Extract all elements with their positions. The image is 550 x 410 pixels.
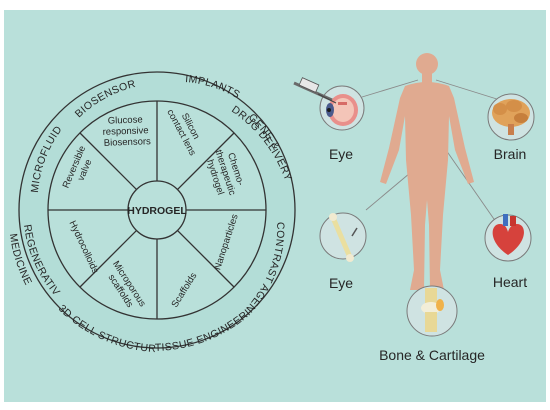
organ-label-eye-lower: Eye xyxy=(329,275,353,291)
human-body-icon xyxy=(380,53,474,290)
organ-label-heart: Heart xyxy=(493,274,527,290)
hydrogel-wheel: HYDROGEL Glucose responsive Biosensors S… xyxy=(0,0,296,355)
heart-callout: Heart xyxy=(484,214,532,290)
eye-callout: Eye xyxy=(293,77,365,162)
organ-label-eye: Eye xyxy=(329,146,353,162)
sector-label-glucose-biosensors: Glucose responsive Biosensors xyxy=(102,114,152,149)
organ-label-brain: Brain xyxy=(494,146,527,162)
bone-callout: Eye xyxy=(319,212,367,291)
brain-callout: Brain xyxy=(487,93,535,162)
bone-icon xyxy=(329,213,358,262)
organ-label-bone-cartilage: Bone & Cartilage xyxy=(379,347,485,363)
heart-icon xyxy=(492,214,524,255)
knee-joint-icon xyxy=(421,288,444,332)
bone-cartilage-callout: Bone & Cartilage xyxy=(379,285,485,363)
brain-icon xyxy=(492,99,530,135)
hub-circle xyxy=(127,180,187,240)
hub-label: HYDROGEL xyxy=(127,205,187,217)
syringe-icon xyxy=(293,77,337,104)
eye-icon xyxy=(326,94,358,126)
